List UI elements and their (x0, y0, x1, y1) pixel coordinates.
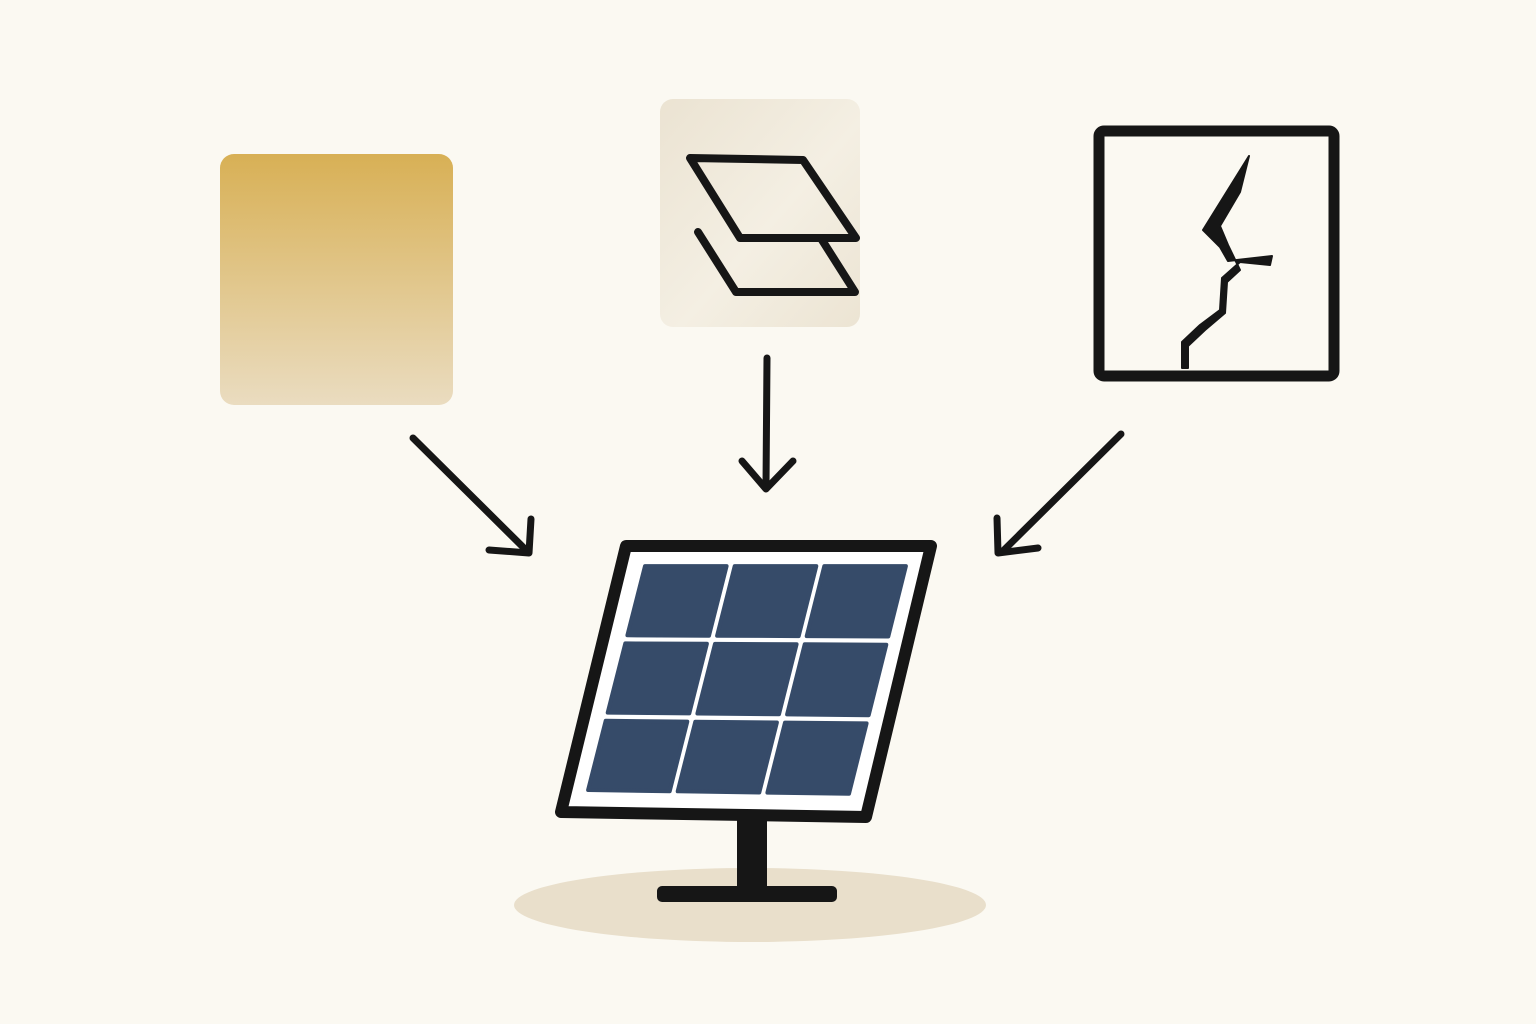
solar-cell-r1-c3 (804, 564, 908, 639)
arrow-head (738, 457, 797, 493)
crack-line-icon (1181, 155, 1273, 369)
arrow-shaft (409, 434, 531, 555)
arrow-icon (409, 434, 535, 557)
crack-frame-icon (1093, 125, 1340, 382)
solar-cell-r3-c3 (765, 720, 869, 796)
yellow-soiling-square-icon (220, 154, 453, 405)
ground-shadow (514, 868, 986, 942)
cracked-glass-icon (1093, 125, 1340, 382)
solar-cell-r1-c2 (715, 564, 819, 639)
layered-sheets-icon (660, 99, 860, 327)
arrow-shaft (762, 354, 771, 490)
solar-cell-r3-c1 (586, 718, 690, 794)
panel-post (737, 818, 767, 892)
panel-cells (586, 564, 908, 796)
solar-cell-r2-c1 (605, 641, 709, 716)
arrow-icon (738, 354, 797, 493)
solar-panel-icon (555, 540, 937, 902)
arrow-head (993, 514, 1042, 557)
solar-cell-r2-c3 (785, 642, 889, 718)
solar-cell-r2-c2 (695, 641, 799, 717)
solar-cell-r3-c2 (675, 719, 779, 795)
arrow-head (485, 515, 535, 557)
upper-sheet-icon (686, 154, 860, 242)
arrow-icon (993, 430, 1125, 557)
solar-cell-r1-c1 (625, 564, 729, 638)
panel-base (657, 886, 837, 902)
lower-sheet-icon (694, 228, 859, 296)
arrow-shaft (999, 430, 1125, 555)
